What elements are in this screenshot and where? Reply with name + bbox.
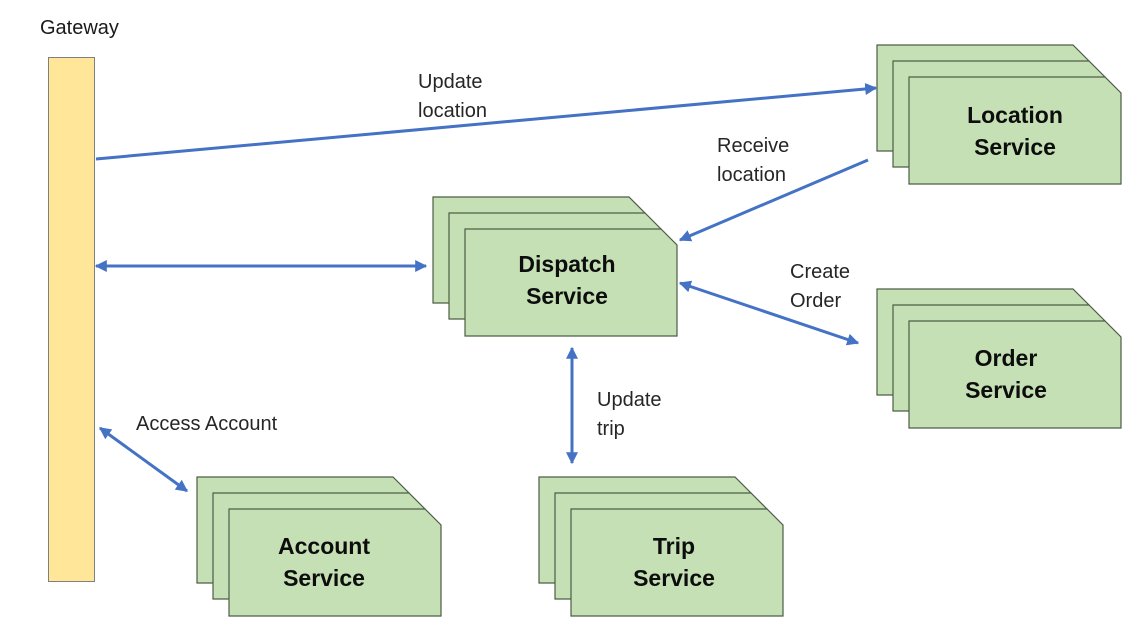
label-update-location: Update location (418, 71, 487, 122)
arrow-gateway-to-location (95, 83, 878, 161)
arrow-dispatch-order (678, 280, 860, 346)
dispatch-stack (432, 196, 678, 337)
gateway-title: Gateway (40, 17, 119, 39)
gateway-bar (48, 57, 95, 582)
label-update-trip: Update trip (597, 389, 662, 440)
location-stack (876, 44, 1122, 185)
label-create-order: Create Order (790, 261, 851, 312)
order-stack (876, 288, 1122, 429)
arrow-location-to-dispatch (678, 158, 869, 242)
label-receive-location: Receive location (717, 135, 790, 186)
label-access-account: Access Account (136, 413, 278, 435)
trip-stack (538, 476, 784, 617)
account-stack (196, 476, 442, 617)
arrow-gateway-account (99, 426, 188, 493)
